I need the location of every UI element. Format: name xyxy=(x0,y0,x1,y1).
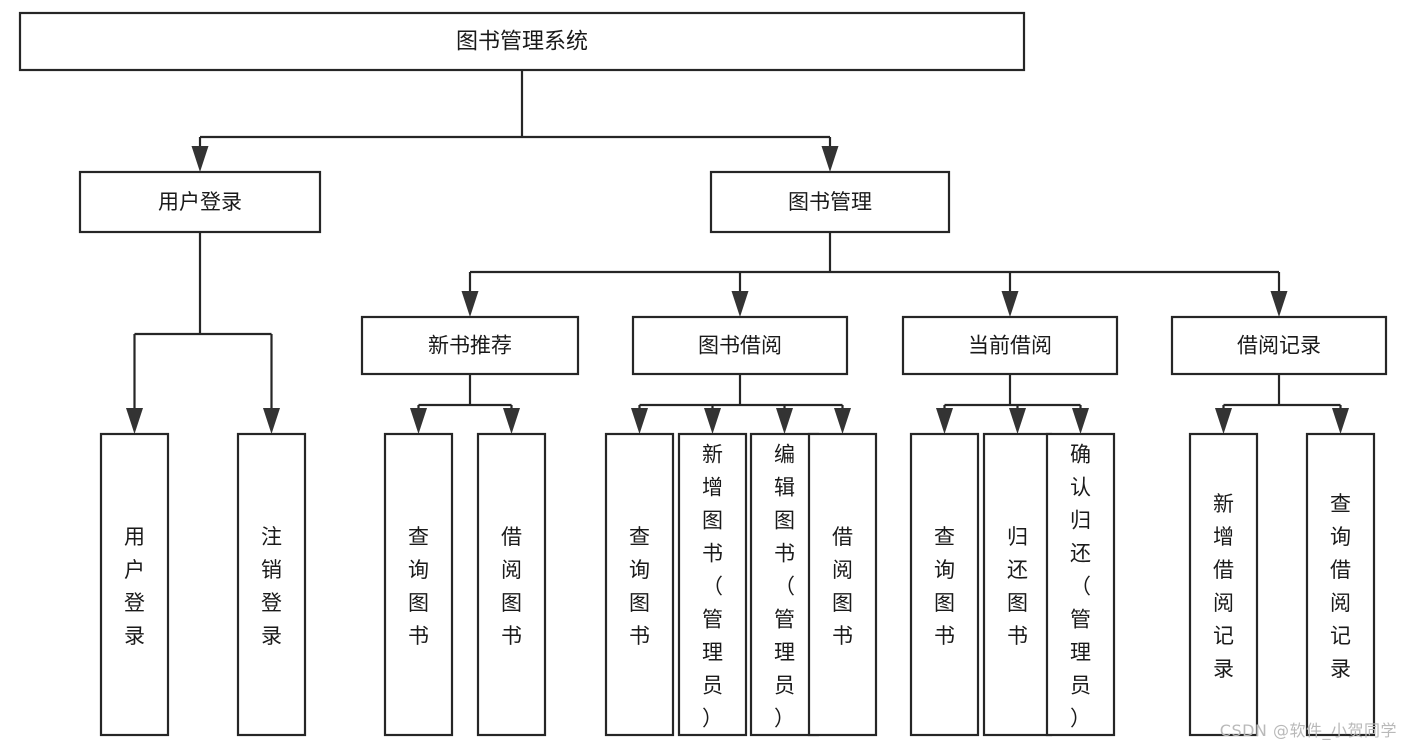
node-box-leaf-query-book-recommend[interactable] xyxy=(383,432,454,737)
node-box-current-borrow[interactable] xyxy=(901,315,1119,376)
node-leaf-query-book-borrow[interactable]: 查询图书 xyxy=(604,432,675,737)
node-box-borrow-record[interactable] xyxy=(1170,315,1388,376)
connector-layer xyxy=(126,70,1349,434)
connector-edge-current-children xyxy=(936,374,1089,434)
csdn-watermark: CSDN @软件_小贺同学 xyxy=(1219,721,1397,740)
node-label-leaf-return-book: 归还图书 xyxy=(1007,525,1028,648)
connector-edge-borrow-children xyxy=(631,374,851,434)
connector-edge-user-login-children xyxy=(126,232,280,434)
node-box-book-borrow[interactable] xyxy=(631,315,849,376)
node-box-leaf-confirm-return[interactable] xyxy=(1045,432,1116,737)
arrow-head-icon xyxy=(126,408,143,434)
node-box-leaf-borrow-book-recommend[interactable] xyxy=(476,432,547,737)
node-label-leaf-edit-book: 编辑图书（管理员） xyxy=(774,443,795,731)
arrow-head-icon xyxy=(410,408,427,434)
node-box-user-login[interactable] xyxy=(78,170,322,234)
node-box-leaf-add-book[interactable] xyxy=(677,432,748,737)
node-leaf-add-record[interactable]: 新增借阅记录 xyxy=(1188,432,1259,737)
arrow-head-icon xyxy=(1072,408,1089,434)
node-box-new-book-recommend[interactable] xyxy=(360,315,580,376)
node-leaf-query-book-current[interactable]: 查询图书 xyxy=(909,432,980,737)
node-label-leaf-query-record: 查询借阅记录 xyxy=(1330,492,1351,681)
arrow-head-icon xyxy=(936,408,953,434)
arrow-head-icon xyxy=(263,408,280,434)
node-box-leaf-query-book-borrow[interactable] xyxy=(604,432,675,737)
node-leaf-borrow-book[interactable]: 借阅图书 xyxy=(807,432,878,737)
node-leaf-user-login[interactable]: 用户登录 xyxy=(99,432,170,737)
node-label-leaf-logout: 注销登录 xyxy=(261,525,282,648)
node-root[interactable]: 图书管理系统 xyxy=(18,11,1026,72)
node-layer: 图书管理系统用户登录图书管理新书推荐图书借阅当前借阅借阅记录用户登录注销登录查询… xyxy=(18,11,1388,737)
node-label-root: 图书管理系统 xyxy=(456,30,588,55)
arrow-head-icon xyxy=(461,291,479,317)
node-user-login[interactable]: 用户登录 xyxy=(78,170,322,234)
node-box-leaf-logout[interactable] xyxy=(236,432,307,737)
node-label-leaf-borrow-book-recommend: 借阅图书 xyxy=(501,525,522,648)
arrow-head-icon xyxy=(704,408,721,434)
node-leaf-confirm-return[interactable]: 确认归还（管理员） xyxy=(1045,432,1116,737)
node-box-leaf-borrow-book[interactable] xyxy=(807,432,878,737)
arrow-head-icon xyxy=(503,408,520,434)
node-label-current-borrow: 当前借阅 xyxy=(968,334,1052,358)
connector-edge-record-children xyxy=(1215,374,1349,434)
arrow-head-icon xyxy=(1270,291,1288,317)
node-box-leaf-query-book-current[interactable] xyxy=(909,432,980,737)
node-label-leaf-add-book: 新增图书（管理员） xyxy=(702,443,723,731)
node-box-leaf-add-record[interactable] xyxy=(1188,432,1259,737)
arrow-head-icon xyxy=(191,146,209,172)
node-book-manage[interactable]: 图书管理 xyxy=(709,170,951,234)
node-box-leaf-query-record[interactable] xyxy=(1305,432,1376,737)
node-leaf-query-book-recommend[interactable]: 查询图书 xyxy=(383,432,454,737)
connector-edge-recommend-children xyxy=(410,374,520,434)
node-label-new-book-recommend: 新书推荐 xyxy=(428,334,512,358)
connector-edge-root-children xyxy=(191,70,839,172)
arrow-head-icon xyxy=(1001,291,1019,317)
arrow-head-icon xyxy=(1215,408,1232,434)
node-current-borrow[interactable]: 当前借阅 xyxy=(901,315,1119,376)
node-label-leaf-borrow-book: 借阅图书 xyxy=(832,525,853,648)
arrow-head-icon xyxy=(821,146,839,172)
node-label-book-borrow: 图书借阅 xyxy=(698,334,782,358)
node-leaf-query-record[interactable]: 查询借阅记录 xyxy=(1305,432,1376,737)
node-leaf-borrow-book-recommend[interactable]: 借阅图书 xyxy=(476,432,547,737)
node-label-leaf-user-login: 用户登录 xyxy=(124,525,145,648)
node-borrow-record[interactable]: 借阅记录 xyxy=(1170,315,1388,376)
node-leaf-logout[interactable]: 注销登录 xyxy=(236,432,307,737)
node-box-leaf-return-book[interactable] xyxy=(982,432,1053,737)
node-leaf-add-book[interactable]: 新增图书（管理员） xyxy=(677,432,748,737)
arrow-head-icon xyxy=(1009,408,1026,434)
arrow-head-icon xyxy=(1332,408,1349,434)
node-box-leaf-user-login[interactable] xyxy=(99,432,170,737)
node-box-book-manage[interactable] xyxy=(709,170,951,234)
arrow-head-icon xyxy=(631,408,648,434)
node-leaf-return-book[interactable]: 归还图书 xyxy=(982,432,1053,737)
connector-edge-book-manage-children xyxy=(461,232,1288,317)
node-label-leaf-query-book-recommend: 查询图书 xyxy=(408,525,429,648)
node-label-borrow-record: 借阅记录 xyxy=(1237,334,1321,358)
node-label-leaf-query-book-current: 查询图书 xyxy=(934,525,955,648)
node-new-book-recommend[interactable]: 新书推荐 xyxy=(360,315,580,376)
node-book-borrow[interactable]: 图书借阅 xyxy=(631,315,849,376)
node-label-user-login: 用户登录 xyxy=(158,190,242,214)
node-label-leaf-query-book-borrow: 查询图书 xyxy=(629,525,650,648)
node-label-leaf-add-record: 新增借阅记录 xyxy=(1213,492,1234,681)
arrow-head-icon xyxy=(776,408,793,434)
node-leaf-edit-book[interactable]: 编辑图书（管理员） xyxy=(749,432,820,737)
arrow-head-icon xyxy=(834,408,851,434)
node-label-book-manage: 图书管理 xyxy=(788,190,872,214)
node-box-root[interactable] xyxy=(18,11,1026,72)
arrow-head-icon xyxy=(731,291,749,317)
node-label-leaf-confirm-return: 确认归还（管理员） xyxy=(1070,443,1091,731)
